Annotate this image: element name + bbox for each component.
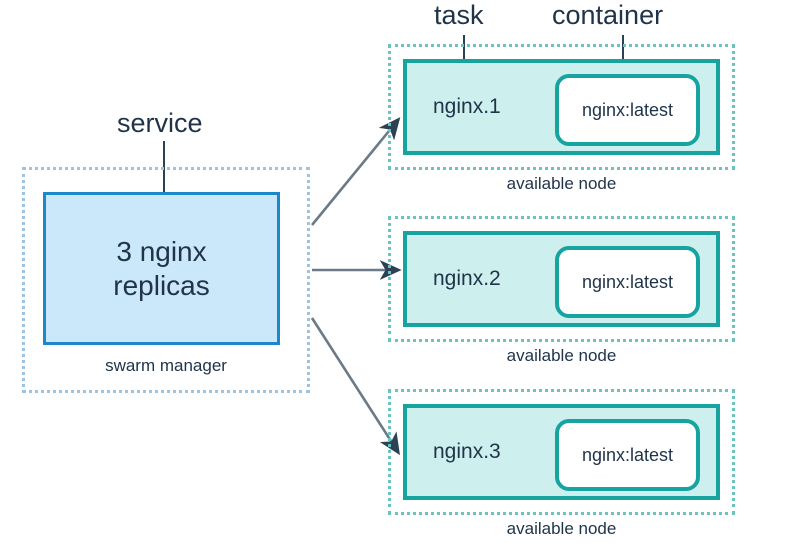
- container-image-label-2: nginx:latest: [581, 271, 674, 292]
- service-replicas-text: 3 nginx replicas: [113, 235, 209, 301]
- service-text-line-1: 3 nginx: [116, 236, 207, 268]
- service-leader-line: [163, 141, 165, 222]
- container-box-2[interactable]: nginx:latest: [555, 246, 700, 318]
- task-label-1: nginx.1: [433, 95, 501, 118]
- container-image-label-1: nginx:latest: [581, 99, 674, 120]
- container-image-label-3: nginx:latest: [581, 444, 674, 465]
- service-box[interactable]: 3 nginx replicas: [43, 192, 280, 345]
- node-box-3[interactable]: nginx.3 nginx:latest: [403, 404, 720, 500]
- node-box-2[interactable]: nginx.2 nginx:latest: [403, 231, 720, 327]
- annotation-service-label: service: [117, 108, 203, 138]
- swarm-manager-zone[interactable]: [22, 167, 310, 393]
- node-caption-1: available node: [506, 174, 617, 193]
- node-caption-3: available node: [506, 519, 617, 538]
- task-label-3: nginx.3: [433, 440, 501, 463]
- node-zone-3[interactable]: [388, 389, 735, 515]
- node-zone-1[interactable]: [388, 44, 735, 170]
- node-zone-2[interactable]: [388, 216, 735, 342]
- annotation-task-label: task: [434, 0, 484, 30]
- arrow-to-node-1: [310, 117, 401, 226]
- arrow-to-node-3: [310, 317, 400, 456]
- node-caption-2: available node: [506, 346, 617, 365]
- container-box-1[interactable]: nginx:latest: [555, 74, 700, 146]
- container-box-3[interactable]: nginx:latest: [555, 419, 700, 491]
- swarm-manager-caption: swarm manager: [105, 356, 227, 375]
- task-label-2: nginx.2: [433, 267, 501, 290]
- service-text-line-2: replicas: [113, 269, 210, 301]
- node-box-1[interactable]: nginx.1 nginx:latest: [403, 59, 720, 155]
- annotation-container-label: container: [552, 0, 664, 30]
